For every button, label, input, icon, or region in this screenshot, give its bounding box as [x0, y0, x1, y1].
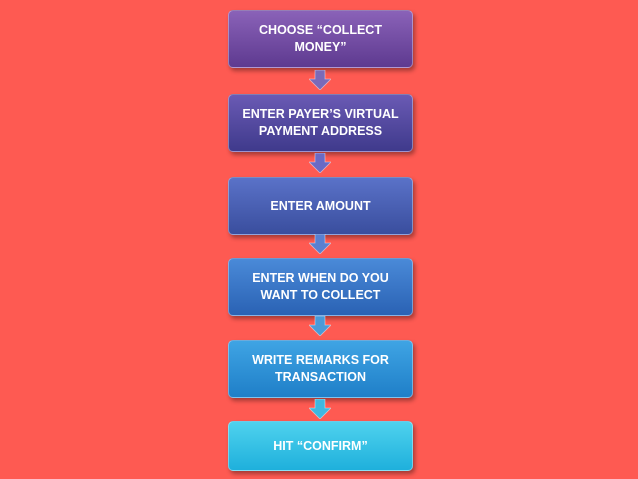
flow-step-enter-collect-date: ENTER WHEN DO YOU WANT TO COLLECT: [228, 258, 413, 316]
flow-arrow-down-icon: [309, 153, 331, 173]
flow-step-choose-collect-money: CHOOSE “COLLECT MONEY”: [228, 10, 413, 68]
flow-step-write-remarks: WRITE REMARKS FOR TRANSACTION: [228, 340, 413, 398]
flow-arrow-down-icon: [309, 316, 331, 336]
flow-arrow-down-icon: [309, 234, 331, 254]
flow-arrow-down-icon: [309, 399, 331, 419]
flow-step-hit-confirm: HIT “CONFIRM”: [228, 421, 413, 471]
flow-arrow-down-icon: [309, 70, 331, 90]
flow-step-enter-payer-address: ENTER PAYER’S VIRTUAL PAYMENT ADDRESS: [228, 94, 413, 152]
flow-step-enter-amount: ENTER AMOUNT: [228, 177, 413, 235]
